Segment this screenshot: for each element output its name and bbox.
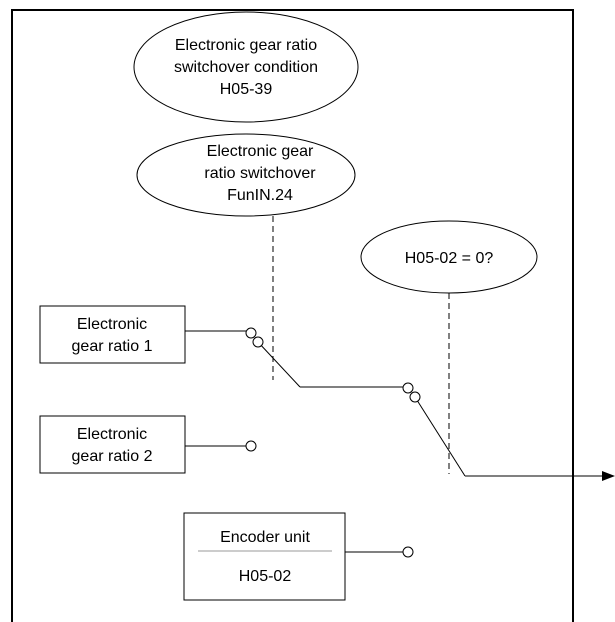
switchover-condition-line2: switchover condition [174,59,318,76]
switchover-signal-code: FunIN.24 [227,187,293,204]
switch-1-input-contact [245,327,257,339]
gear-ratio-2-line1: Electronic [77,426,147,443]
switchover-condition-ellipse: Electronic gear ratio switchover conditi… [133,11,359,123]
gear-ratio-1-box: Electronic gear ratio 1 [39,305,186,364]
switch-1-pivot-contact [252,336,264,348]
switchover-condition-line1: Electronic gear ratio [175,37,317,54]
switch-2-blade [414,396,466,477]
switchover-signal-line1: Electronic gear [207,143,314,160]
gear-ratio-1-line1: Electronic [77,316,147,333]
switch-1-blade [257,341,301,388]
switch-2-pivot-contact [409,391,421,403]
h0502-condition-ellipse: H05-02 = 0? [360,220,538,294]
outer-frame [11,9,574,622]
gear-ratio-2-line2: gear ratio 2 [72,448,153,465]
switch-2-input-contact [402,382,414,394]
switchover-condition-code: H05-39 [220,81,273,98]
encoder-unit-param: H05-02 [239,568,292,585]
encoder-unit-box: Encoder unit H05-02 [183,512,346,601]
h0502-condition-label: H05-02 = 0? [405,250,494,267]
encoder-unit-contact [402,546,414,558]
switchover-signal-line2: ratio switchover [204,165,316,182]
gear-ratio-1-line2: gear ratio 1 [72,338,153,355]
gear-ratio-2-contact [245,440,257,452]
encoder-unit-title: Encoder unit [220,529,310,546]
gear-ratio-2-box: Electronic gear ratio 2 [39,415,186,474]
switchover-signal-ellipse: Electronic gear ratio switchover FunIN.2… [136,133,356,217]
output-arrow-icon [602,471,615,481]
